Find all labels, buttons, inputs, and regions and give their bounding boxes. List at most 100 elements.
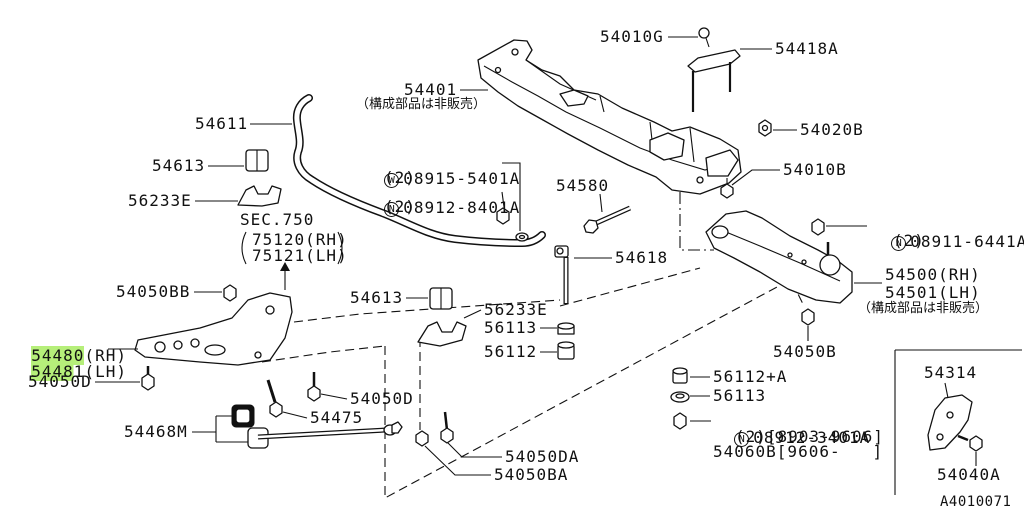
nut-54020B: [758, 119, 772, 137]
nut-54050BA: [415, 430, 429, 447]
section-reference: SEC.750: [240, 210, 315, 229]
label-54050D-center: 54050D: [350, 389, 414, 408]
dashed-line: [559, 267, 701, 307]
label-56112-left: 56112: [484, 342, 538, 361]
bushing-56112A: [672, 367, 688, 384]
qty-08915-5401A: (2): [384, 168, 416, 187]
bolt-54010B: [720, 178, 734, 199]
label-56233E-lower: 56233E: [484, 300, 548, 319]
label-54611: 54611: [195, 114, 249, 133]
part-number: 08915-5401A: [403, 169, 521, 188]
washer-symbol: W: [384, 173, 400, 188]
leader-line: [447, 442, 502, 458]
label-54010B: 54010B: [783, 160, 847, 179]
label-54468M: 54468M: [124, 422, 188, 441]
dashed-reference-lines: [261, 192, 805, 499]
nut-54050B: [801, 308, 815, 326]
bushing-56113-right: [670, 391, 690, 403]
dashed-line: [384, 279, 791, 499]
arrow-head: [280, 262, 290, 271]
nut-08912-8401A: [496, 207, 510, 225]
label-56112A: 56112+A: [713, 367, 788, 386]
pin-bracket-54418A: [687, 49, 741, 112]
note-54401-not-sold: （構成部品は非販売）: [356, 97, 487, 112]
bushing-54613-upper: [245, 149, 269, 172]
bolt-54475: [266, 379, 283, 418]
label-54401: 54401: [404, 80, 458, 99]
dashed-line: [293, 299, 561, 323]
section-reference-lh: 75121(LH): [252, 246, 348, 265]
part-number: 08912-8401A: [403, 198, 521, 217]
label-54050BB: 54050BB: [116, 282, 191, 301]
label-54501-lh: 54501(LH): [885, 283, 981, 302]
nut-08911-6441A: [811, 218, 825, 236]
label-54010G: 54010G: [600, 27, 664, 46]
label-54314: 54314: [924, 363, 978, 382]
leader-line: [424, 445, 491, 476]
diagram-id: A4010071: [940, 494, 1012, 510]
label-56233E-upper: 56233E: [128, 191, 192, 210]
nut-08912-3401A: [673, 412, 687, 430]
leader-lines: [95, 36, 977, 476]
nut-54050BB: [223, 284, 237, 302]
leader-line: [192, 415, 248, 443]
leader-line: [463, 309, 482, 319]
qty-08911-6441A: (2): [893, 231, 925, 250]
bolt-54050D-center: [307, 372, 321, 402]
bracket-paren-right: [337, 231, 343, 265]
section-reference-marks: [241, 231, 343, 290]
nut-symbol: N: [734, 432, 750, 447]
leader-line: [502, 162, 521, 231]
bracket-54480: [134, 292, 293, 366]
bracket-paren-left: [241, 231, 247, 265]
leader-line: [599, 193, 603, 213]
bushing-56113-left: [557, 322, 575, 335]
label-54020B: 54020B: [800, 120, 864, 139]
label-54613-lower: 54613: [350, 288, 404, 307]
bracket-54314: [927, 394, 973, 451]
bolt-54050DA: [440, 411, 454, 444]
section-reference-rh: 75120(RH): [252, 230, 348, 249]
part-number: 08911-6441A: [910, 232, 1024, 251]
label-54050B: 54050B: [773, 342, 837, 361]
leader-line: [501, 191, 505, 208]
label-54618: 54618: [615, 248, 669, 267]
bolt-54040A: [957, 434, 983, 452]
bushing-54613-lower: [429, 287, 453, 310]
bolt-54050D-left: [141, 366, 155, 391]
dashed-line: [261, 345, 386, 363]
label-54480-rh: 54480(RH): [10, 332, 127, 365]
part-number: 08912-3401A: [753, 428, 871, 447]
inset-frame: [894, 349, 1022, 495]
tack-54010G: [698, 27, 710, 48]
label-54050D-left: 54050D: [28, 372, 92, 391]
clamp-56233E-lower: [417, 321, 467, 347]
leader-line: [944, 382, 949, 399]
label-54060B: 54060B[9606- ]: [713, 442, 884, 461]
leader-line: [320, 393, 348, 400]
qty-08912-8401A: (2): [384, 197, 416, 216]
label-56113-left: 56113: [484, 318, 538, 337]
label-54418A: 54418A: [775, 39, 839, 58]
washer-08915-5401A: [515, 232, 529, 242]
bushing-56112-left: [557, 341, 575, 360]
leader-line: [731, 169, 780, 186]
label-56113-right: 56113: [713, 386, 767, 405]
stabilizer-bar-54611: [292, 94, 546, 247]
label-54050DA: 54050DA: [505, 447, 580, 466]
label-54481-lh: 54481(LH): [10, 348, 127, 381]
side-suffix: (RH): [84, 346, 127, 365]
nut-symbol: N: [891, 236, 907, 251]
stabilizer-link-54618: [554, 245, 569, 304]
tension-rod-54468M: [231, 404, 403, 449]
highlighted-part-number: 54480: [31, 346, 85, 365]
dashed-line: [679, 192, 714, 251]
label-54613-upper: 54613: [152, 156, 206, 175]
note-54500-not-sold: （構成部品は非販売）: [858, 301, 989, 316]
bolt-54580: [583, 205, 632, 234]
